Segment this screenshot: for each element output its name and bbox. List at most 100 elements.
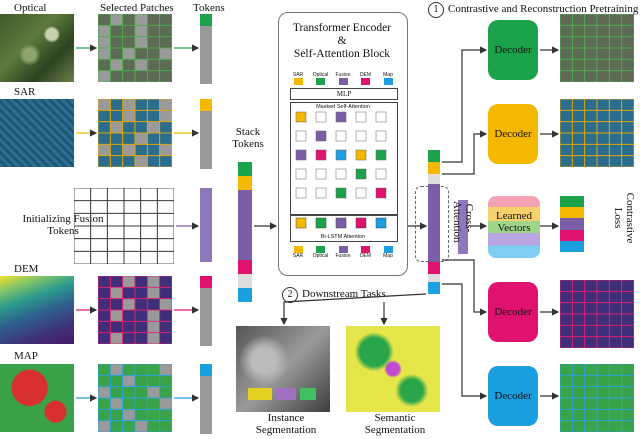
label-stack-tokens: Stack Tokens: [232, 126, 264, 150]
attention-cell: [355, 187, 367, 199]
connector-arrow: [442, 259, 488, 316]
token: [238, 260, 252, 274]
modality-tag: DEM: [356, 72, 376, 86]
fusion-token-grid: [74, 188, 174, 264]
fusion-empty-grid: [74, 188, 174, 264]
sar-selected-patches: [98, 99, 172, 167]
modality-swatch: [361, 78, 370, 85]
cross-attention-box: [415, 186, 449, 262]
attention-cell: [375, 111, 387, 123]
modality-tag-label: SAR: [292, 72, 304, 78]
modality-tag-label: Fusion: [335, 253, 351, 259]
token: [238, 190, 252, 260]
instance-seg-image: [236, 326, 330, 412]
attention-cell: [335, 187, 347, 199]
modality-tag-label: DEM: [359, 253, 372, 259]
modality-tag-label: Map: [383, 253, 393, 259]
pretrain-header: 1 Contrastive and Reconstruction Pretrain…: [428, 2, 638, 18]
decoder-map-label: Decoder: [494, 390, 532, 402]
transformer-block: [278, 12, 408, 276]
token: [200, 111, 212, 169]
modality-tag: SAR: [288, 246, 308, 260]
recon-map: [560, 364, 634, 432]
label-semantic-seg: Semantic Segmentation: [364, 412, 426, 436]
bilstm-cell: [315, 217, 327, 229]
sar-image: [0, 99, 74, 167]
label-instance-seg: Instance Segmentation: [255, 412, 317, 436]
dem-image: [0, 276, 74, 344]
patch-cell: [159, 332, 172, 344]
decoder-optical-label: Decoder: [494, 44, 532, 56]
instance-box-yellow: [248, 388, 272, 400]
attention-cell: [335, 168, 347, 180]
modality-tag: Fusion: [333, 246, 353, 260]
modality-tag: Optical: [311, 246, 331, 260]
map-image: [0, 364, 74, 432]
token: [200, 376, 212, 434]
modality-tag: Optical: [311, 72, 331, 86]
optical-token-column: [200, 14, 212, 84]
bilstm-cell: [295, 217, 307, 229]
token: [428, 184, 440, 262]
connector-arrow: [442, 283, 488, 400]
patch-cell: [621, 420, 634, 432]
modality-tag-label: DEM: [359, 72, 372, 78]
token: [200, 276, 212, 288]
optical-selected-patches: [98, 14, 172, 82]
attention-cell: [355, 168, 367, 180]
attention-cell: [375, 130, 387, 142]
label-tokens: Tokens: [193, 2, 225, 14]
bilstm-cell: [335, 217, 347, 229]
connector-arrow: [280, 293, 427, 326]
token: [560, 207, 584, 218]
recon-dem-grid: [560, 280, 634, 348]
patch-cell: [159, 155, 172, 167]
attention-cell: [295, 168, 307, 180]
attention-cell: [295, 149, 307, 161]
dem-patch-grid: [98, 276, 172, 344]
connector-arrow: [442, 130, 488, 175]
modality-swatch: [293, 78, 303, 85]
attention-cell: [335, 130, 347, 142]
recon-optical-grid: [560, 14, 634, 82]
attention-cell: [295, 111, 307, 123]
token: [200, 26, 212, 84]
modality-tag: DEM: [356, 246, 376, 260]
modality-swatch: [361, 246, 370, 253]
map-patch-grid: [98, 364, 172, 432]
bilstm-label: Bi-LSTM Attention: [320, 234, 366, 240]
attention-cell: [375, 187, 387, 199]
bilstm-block: [290, 214, 398, 242]
decoder-optical: Decoder: [488, 20, 538, 80]
token: [428, 150, 440, 162]
modality-tag-label: Map: [383, 72, 393, 78]
contrastive-token-column: [560, 196, 584, 252]
token: [238, 288, 252, 302]
attention-cell: [315, 149, 327, 161]
attention-cell: [295, 187, 307, 199]
decoder-sar: Decoder: [488, 104, 538, 164]
label-learned-vectors: Learned Vectors: [495, 210, 533, 234]
attention-cell: [315, 130, 327, 142]
instance-box-green: [300, 388, 316, 400]
token: [200, 364, 212, 376]
semantic-seg-image: [346, 326, 440, 412]
pretrain-title: Contrastive and Reconstruction Pretraini…: [448, 3, 639, 15]
sar-token-column: [200, 99, 212, 169]
downstream-step-badge: 2: [282, 287, 298, 303]
modality-tag: Map: [378, 72, 398, 86]
pretrain-step-badge: 1: [428, 2, 444, 18]
label-optical: Optical: [14, 2, 47, 14]
output-token-column: [428, 150, 440, 294]
decoder-sar-label: Decoder: [494, 128, 532, 140]
modality-tag-label: Optical: [312, 72, 329, 78]
token: [200, 288, 212, 346]
recon-sar: [560, 99, 634, 167]
patch-cell: [621, 155, 634, 167]
masked-self-attention-label: Masked Self-Attention: [316, 104, 370, 110]
patch-cell: [159, 70, 172, 82]
token: [200, 99, 212, 111]
token: [238, 162, 252, 176]
